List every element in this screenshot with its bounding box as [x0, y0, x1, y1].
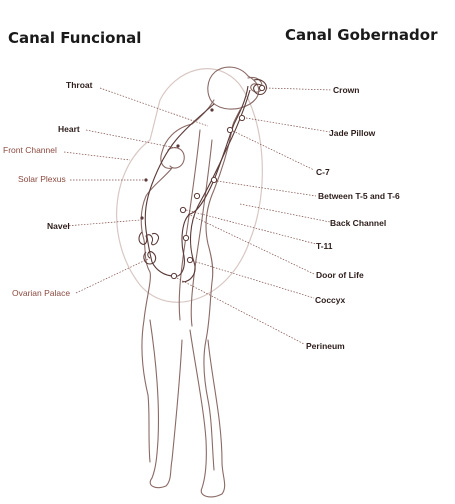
left-leg-outline	[149, 319, 183, 489]
label-front-channel: Front Channel	[3, 145, 57, 155]
breast-outline	[167, 147, 185, 169]
front-channel-path	[144, 103, 215, 263]
label-t11: T-11	[316, 241, 333, 251]
aura-outline	[116, 68, 263, 303]
leader-perineum	[176, 277, 305, 345]
node-heart	[176, 144, 180, 148]
node-solar-plexus	[144, 178, 148, 182]
right-leg-outline	[189, 329, 226, 498]
leader-throat	[99, 87, 209, 127]
label-heart: Heart	[58, 124, 80, 134]
label-navel: Navel	[47, 221, 70, 231]
leader-crown	[265, 87, 333, 91]
hair-swirl	[247, 76, 263, 93]
label-ovarian-palace: Ovarian Palace	[12, 288, 71, 298]
energy-channels	[138, 79, 267, 283]
label-jade-pillow: Jade Pillow	[329, 128, 376, 138]
node-navel	[140, 216, 144, 220]
leader-c7	[232, 130, 315, 171]
node-c7	[226, 126, 234, 134]
leader-jade-pillow	[245, 117, 331, 133]
label-throat: Throat	[66, 80, 93, 90]
label-solar-plexus: Solar Plexus	[18, 174, 66, 184]
label-back-channel: Back Channel	[330, 218, 387, 228]
leader-lines	[63, 87, 333, 345]
back-torso-outline	[203, 129, 233, 471]
heading-canal-gobernador: Canal Gobernador	[285, 26, 438, 44]
node-door-of-life	[182, 234, 190, 242]
leader-ovarian-palace	[75, 257, 151, 294]
label-door-of-life: Door of Life	[316, 270, 364, 280]
leader-between-t5-t6	[216, 180, 317, 197]
arm-outline	[178, 129, 213, 327]
node-back-channel	[193, 192, 201, 200]
head-outline	[207, 66, 260, 110]
leader-coccyx	[192, 260, 315, 299]
label-perineum: Perineum	[306, 341, 345, 351]
ovarian-palace-coil	[143, 251, 157, 265]
crown-swirl	[253, 79, 267, 96]
leader-door-of-life	[187, 213, 315, 275]
node-coccyx	[186, 256, 194, 264]
label-crown: Crown	[333, 85, 360, 95]
node-jade-pillow	[238, 114, 246, 122]
node-perineum	[170, 272, 178, 280]
back-channel-path	[173, 85, 249, 277]
label-c7: C-7	[316, 167, 330, 177]
navel-coil	[138, 231, 160, 246]
label-between-t5-t6: Between T-5 and T-6	[318, 191, 400, 201]
leader-t11	[185, 209, 317, 245]
channel-nodes	[170, 84, 266, 280]
node-between-t5-t6	[210, 176, 218, 184]
node-t11	[179, 206, 187, 214]
body-figure	[140, 66, 263, 498]
heading-canal-funcional: Canal Funcional	[8, 29, 142, 47]
leader-back-channel	[239, 203, 331, 223]
label-coccyx: Coccyx	[315, 295, 346, 305]
leader-heart	[85, 129, 177, 149]
leader-navel	[65, 219, 141, 227]
node-crown	[258, 84, 266, 92]
leader-front-channel	[63, 151, 131, 161]
node-throat	[210, 108, 214, 112]
